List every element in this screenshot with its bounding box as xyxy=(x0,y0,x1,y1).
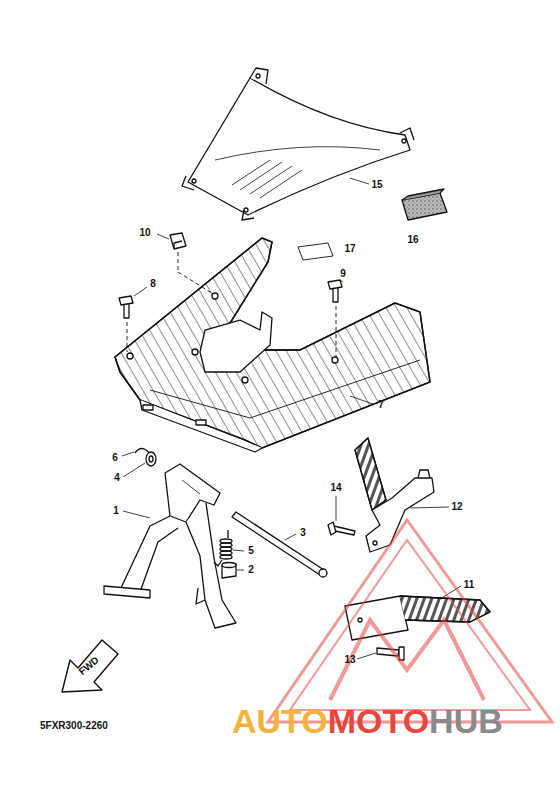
drawing-code: 5FXR300-2260 xyxy=(40,721,108,731)
callout-number: 6 xyxy=(112,453,118,463)
watermark-text: MOTO xyxy=(328,704,429,738)
callout-number: 5 xyxy=(248,546,254,556)
callout-number: 4 xyxy=(114,473,120,483)
stand-shaft xyxy=(232,512,327,577)
watermark-logo xyxy=(268,520,552,722)
callout-number: 11 xyxy=(464,580,475,590)
watermark-text: AUTO xyxy=(232,704,328,738)
leader-lines xyxy=(122,178,461,659)
sponge xyxy=(402,189,447,220)
callout-number: 17 xyxy=(344,244,355,254)
callout-number: 9 xyxy=(340,269,346,279)
forward-arrow xyxy=(62,640,118,692)
footboard xyxy=(115,238,430,452)
stand-stopper xyxy=(222,563,236,579)
footrest xyxy=(355,438,434,552)
watermark: AUTOMOTOHUB xyxy=(232,704,503,738)
main-stand xyxy=(104,464,236,628)
label-sticker xyxy=(298,243,333,260)
callout-number: 16 xyxy=(407,235,418,245)
bolt xyxy=(328,522,355,535)
leg-cover xyxy=(182,68,414,220)
callout-number: 13 xyxy=(344,655,355,665)
callout-number: 2 xyxy=(248,565,254,575)
washer xyxy=(146,452,156,466)
callout-number: 12 xyxy=(451,502,462,512)
callout-number: 1 xyxy=(113,506,119,516)
callout-number: 15 xyxy=(371,180,382,190)
callout-number: 14 xyxy=(330,483,341,493)
callout-number: 8 xyxy=(150,279,156,289)
callout-number: 3 xyxy=(300,528,306,538)
footrest xyxy=(345,596,490,640)
callout-number: 10 xyxy=(139,228,150,238)
watermark-text: HUB xyxy=(429,704,503,738)
callout-number: 7 xyxy=(378,400,384,410)
stand-spring xyxy=(214,530,232,566)
